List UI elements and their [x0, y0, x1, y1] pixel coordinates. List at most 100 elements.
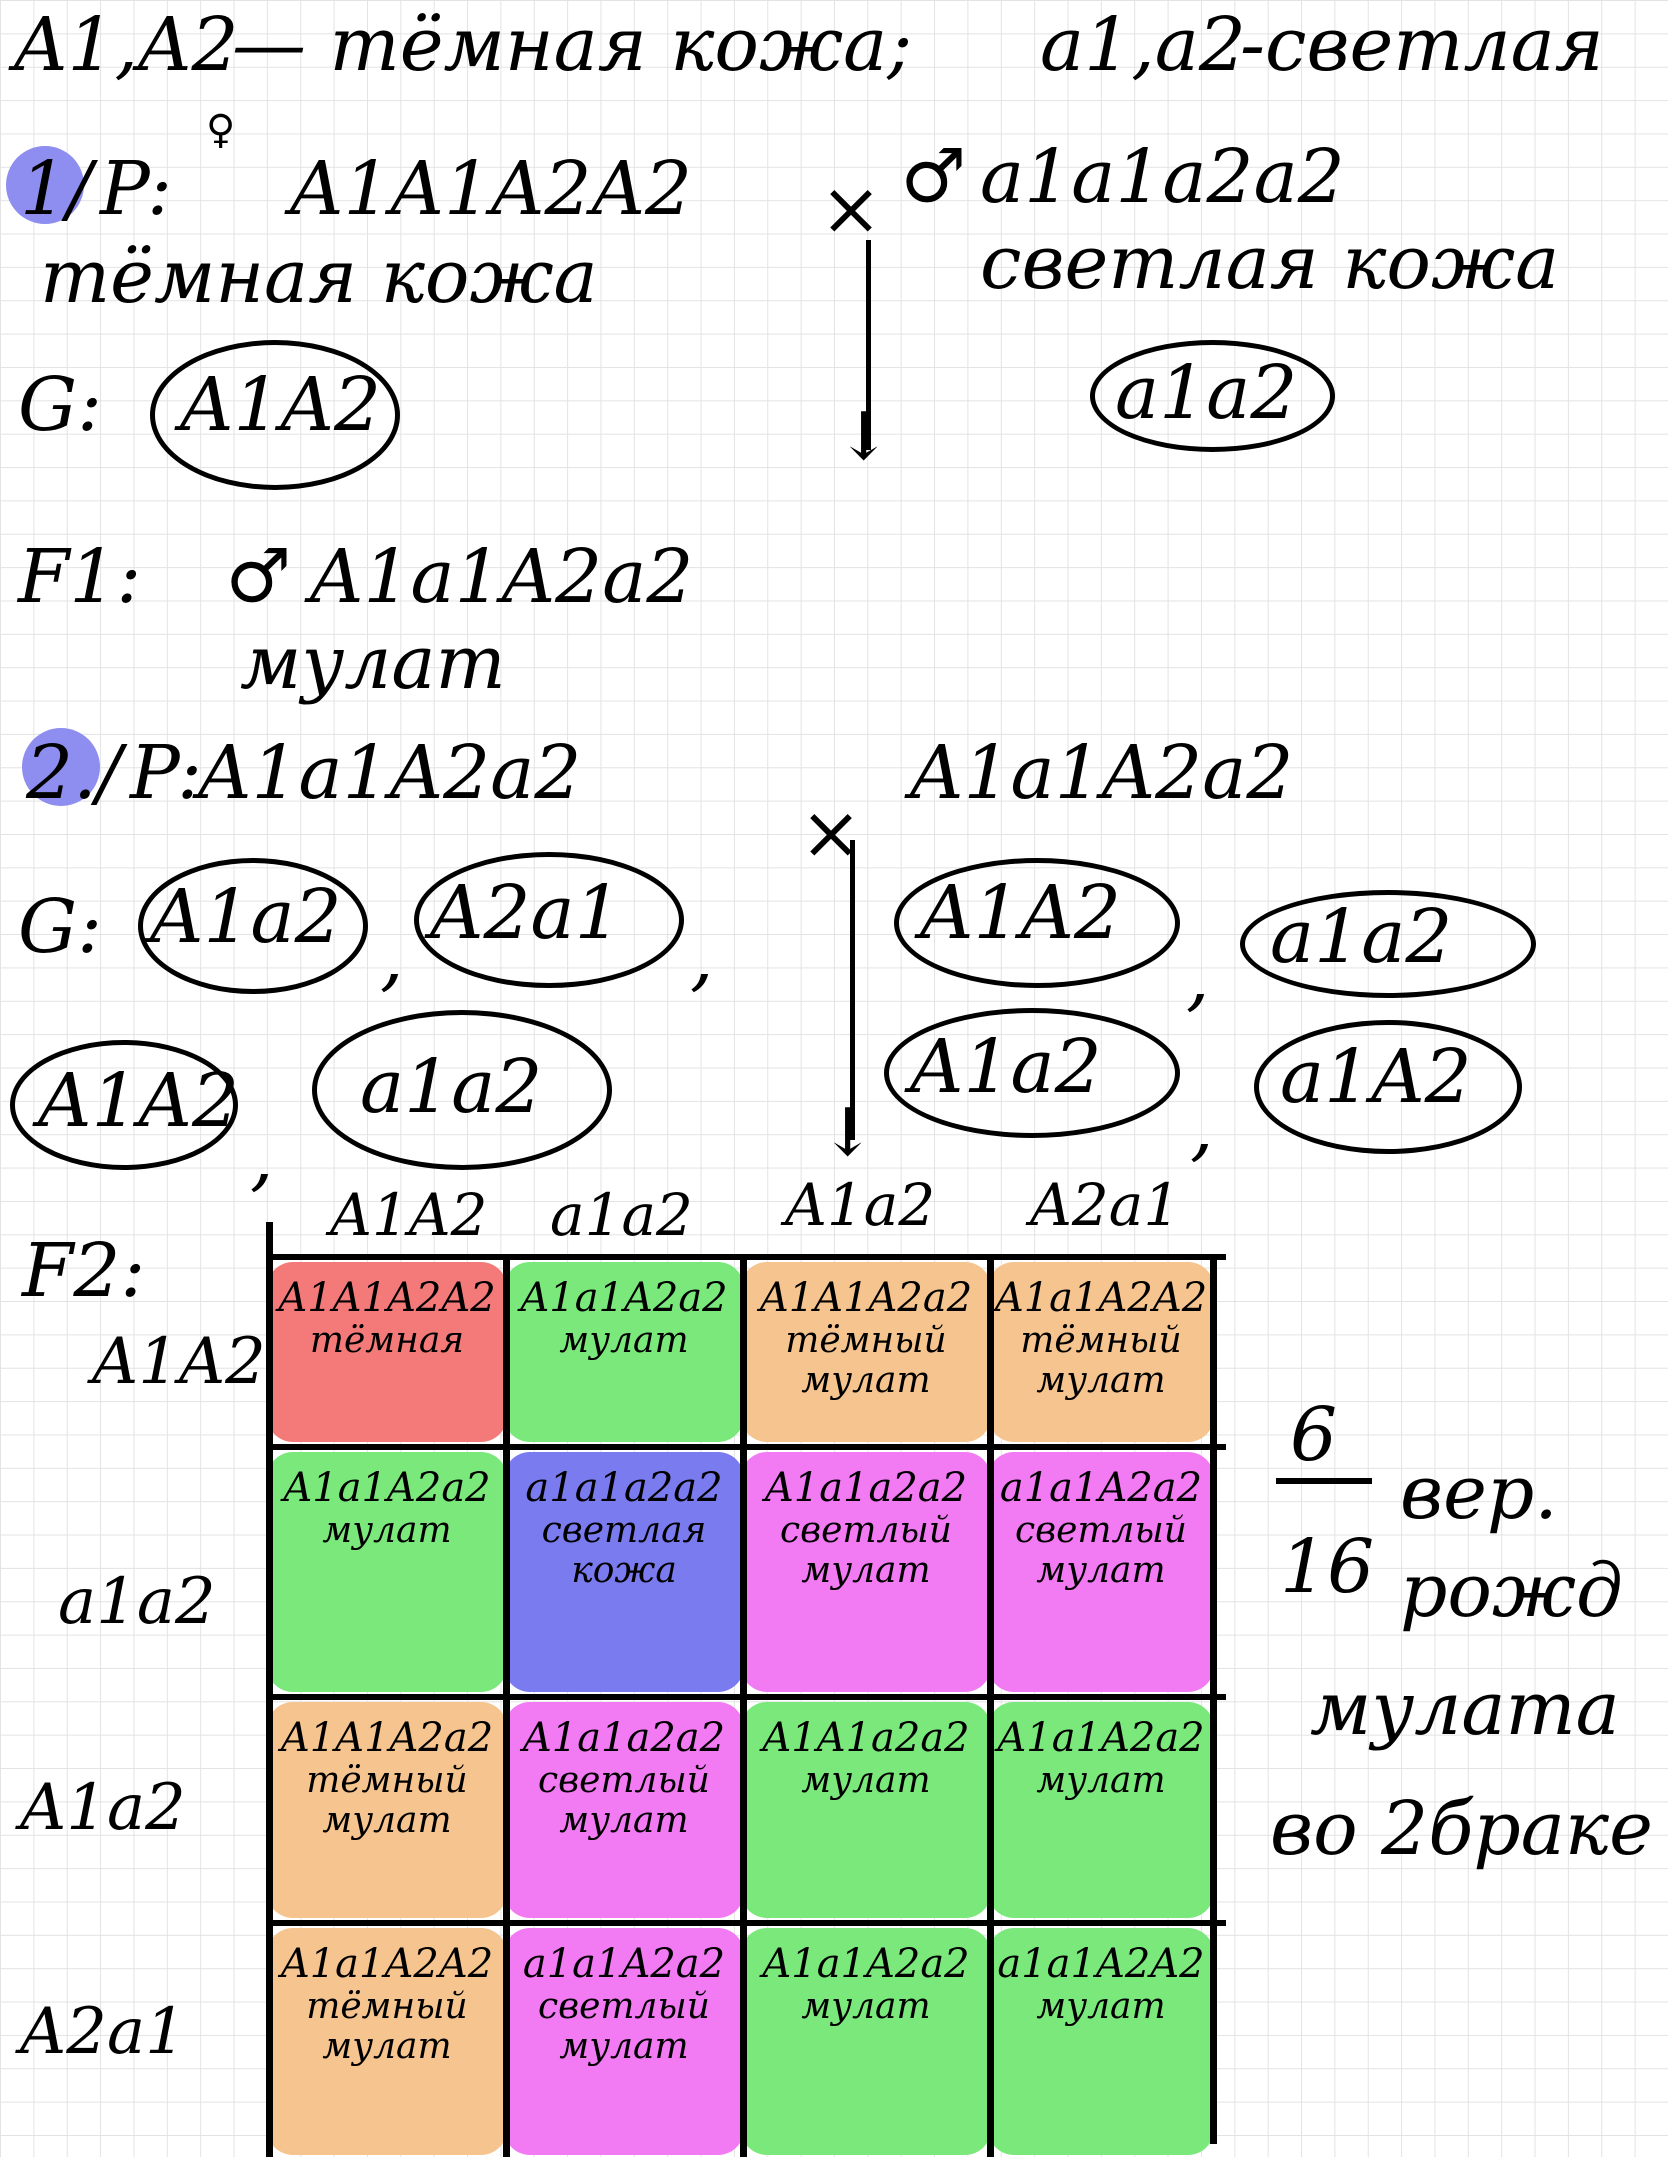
punnett-cell-genotype: A1a1A2A2: [280, 1941, 494, 1987]
punnett-cell-phenotype: мулат: [1036, 1759, 1166, 1801]
dominant-trait: — тёмная кожа;: [232, 2, 913, 88]
comma: ,: [250, 1114, 274, 1200]
punnett-cell-genotype: A1a1a2a2: [764, 1465, 968, 1511]
task2-parent2: A1a1A2a2: [910, 730, 1294, 816]
task2-arrow-shaft: [850, 840, 855, 1140]
grid-line: [266, 1444, 1226, 1450]
punnett-cell-genotype: a1a1A2a2: [522, 1941, 726, 1987]
task2-gamete-left-1: A1a2: [150, 874, 342, 960]
grid-line: [266, 1222, 273, 2157]
gamete-circle: [1254, 1020, 1522, 1154]
task1-female-gamete: A1A2: [180, 362, 382, 448]
task1-number: 1/: [20, 146, 93, 232]
gamete-circle: [312, 1010, 612, 1170]
f2-row-header: A1a2: [20, 1771, 186, 1845]
punnett-cell-phenotype: мулат: [1036, 1985, 1166, 2027]
task2-gamete-left-2: A2a1: [430, 870, 622, 956]
punnett-cell-genotype: a1a1A2A2: [997, 1941, 1205, 1987]
task1-arrow-head-icon: ↓: [836, 398, 892, 475]
recessive-trait: -светлая: [1240, 2, 1604, 88]
task2-parent1: A1a1A2a2: [198, 730, 582, 816]
f2-label: F2:: [22, 1228, 146, 1314]
answer-numerator: 6: [1290, 1392, 1338, 1478]
punnett-cell-phenotype: мулат: [801, 1985, 931, 2027]
task2-p-label: P:: [130, 730, 203, 816]
task-number-highlight: [6, 146, 84, 224]
punnett-cell-genotype: A1A1A2A2: [278, 1275, 496, 1321]
female-symbol-icon: ♀: [206, 107, 236, 153]
answer-text-line: рожд: [1400, 1548, 1623, 1634]
task2-arrow-head-icon: ↓: [820, 1094, 876, 1171]
punnett-cell-phenotype: тёмный мулат: [306, 1985, 468, 2068]
punnett-cell-phenotype: тёмная: [309, 1319, 465, 1361]
answer-text-line: вер.: [1400, 1450, 1558, 1536]
grid-line: [266, 1694, 1226, 1700]
dominant-genes: A1,A2: [14, 2, 239, 88]
fraction-bar: [1276, 1478, 1372, 1484]
task1-f1-genotype: A1a1A2a2: [310, 534, 694, 620]
gamete-circle: [894, 858, 1180, 988]
f2-row-header: a1a2: [58, 1565, 216, 1639]
f2-col-header: a1a2: [550, 1181, 693, 1249]
punnett-cell-genotype: A1a1A2A2: [994, 1275, 1208, 1321]
grid-line: [266, 1254, 1226, 1260]
punnett-cell-phenotype: тёмный мулат: [1020, 1319, 1182, 1402]
punnett-cell-phenotype: светлый мулат: [538, 1985, 710, 2068]
gamete-circle: [414, 852, 684, 988]
punnett-cell-phenotype: тёмный мулат: [785, 1319, 947, 1402]
task1-g-label: G:: [18, 362, 103, 448]
male-symbol-icon: ♂: [225, 534, 292, 620]
task1-male-genotype: a1a1a2a2: [980, 134, 1345, 220]
task1-f1-phenotype: мулат: [240, 620, 506, 706]
punnett-cell-genotype: A1A1A2a2: [280, 1715, 494, 1761]
answer-denominator: 16: [1280, 1524, 1375, 1610]
grid-line: [740, 1254, 747, 2157]
punnett-cell-genotype: A1A1A2a2: [759, 1275, 973, 1321]
task1-cross-sign: ×: [820, 166, 883, 252]
punnett-cell-genotype: A1a1A2a2: [283, 1465, 491, 1511]
task1-arrow-shaft: [866, 240, 871, 450]
grid-line: [266, 1920, 1226, 1926]
male-symbol-icon: ♂: [900, 134, 967, 220]
punnett-cell-phenotype: мулат: [559, 1319, 689, 1361]
punnett-cell-genotype: A1a1A2a2: [762, 1941, 970, 1987]
recessive-genes: a1,a2: [1040, 2, 1246, 88]
punnett-cell-genotype: A1a1A2a2: [520, 1275, 728, 1321]
punnett-cell-genotype: a1a1a2a2: [525, 1465, 723, 1511]
gamete-circle: [884, 1008, 1180, 1138]
comma: ,: [1186, 934, 1210, 1020]
punnett-cell-genotype: A1a1A2a2: [997, 1715, 1205, 1761]
answer-text-line: во 2браке: [1270, 1786, 1653, 1872]
punnett-cell-phenotype: мулат: [322, 1509, 452, 1551]
task2-g-label: G:: [18, 884, 103, 970]
task-number-highlight: [22, 728, 100, 806]
gamete-circle: [1240, 890, 1536, 998]
punnett-cell-phenotype: светлый мулат: [780, 1509, 952, 1592]
task2-gamete-right-1: A1A2: [920, 870, 1122, 956]
task1-female-genotype: A1A1A2A2: [290, 146, 693, 232]
punnett-cell-phenotype: тёмный мулат: [306, 1759, 468, 1842]
task1-male-gamete: a1a2: [1115, 350, 1298, 436]
gamete-circle: [150, 340, 400, 490]
grid-line: [987, 1254, 994, 2157]
task2-gamete-left-3: A1A2: [38, 1058, 240, 1144]
punnett-cell-phenotype: светлая кожа: [541, 1509, 707, 1592]
answer-text-line: мулата: [1310, 1666, 1620, 1752]
task2-gamete-right-4: a1A2: [1280, 1034, 1472, 1120]
gamete-circle: [1090, 340, 1335, 452]
comma: ,: [690, 914, 714, 1000]
task2-gamete-right-2: a1a2: [1270, 894, 1453, 980]
comma: ,: [380, 914, 404, 1000]
